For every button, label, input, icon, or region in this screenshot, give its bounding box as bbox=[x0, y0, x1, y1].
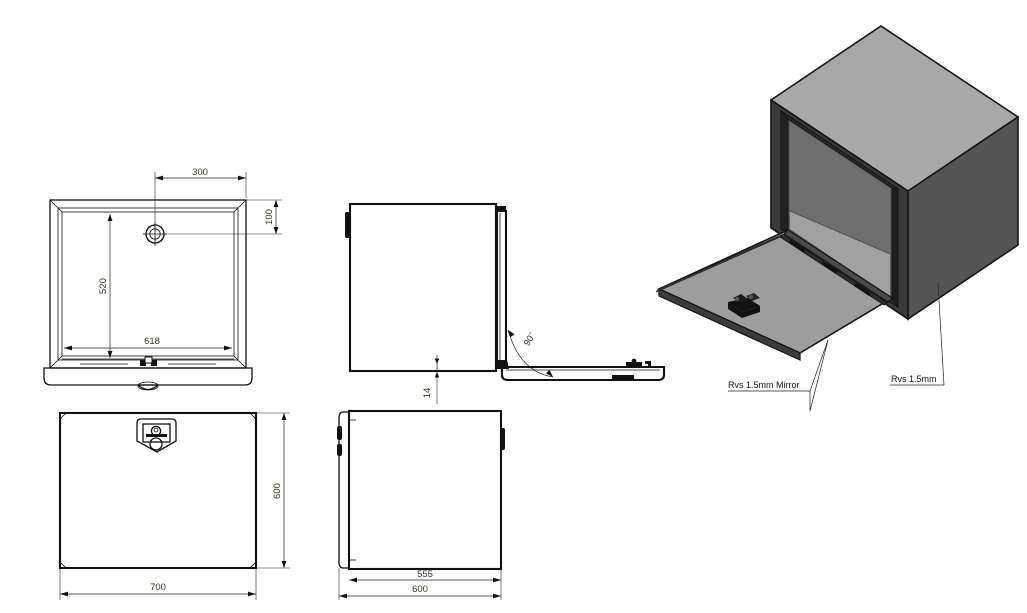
view-isometric: Rvs 1.5mm Mirror Rvs 1.5mm bbox=[655, 25, 1020, 412]
leader-note-mirror: Rvs 1.5mm Mirror bbox=[728, 339, 829, 412]
view-side-bottom: 555 600 bbox=[337, 409, 505, 600]
dim-555-label: 555 bbox=[417, 569, 433, 580]
dim-618-label: 618 bbox=[144, 336, 160, 347]
dim-700-label: 700 bbox=[150, 582, 166, 593]
dim-600-height: 600 bbox=[256, 412, 290, 569]
dim-90deg-label: 90° bbox=[522, 331, 539, 348]
dim-14: 14 bbox=[422, 355, 440, 404]
hinge-right-icon bbox=[500, 428, 505, 450]
dim-700: 700 bbox=[59, 568, 257, 600]
note-mirror-label: Rvs 1.5mm Mirror bbox=[728, 380, 800, 390]
dim-520: 520 bbox=[98, 214, 113, 358]
hinge-left-icon bbox=[345, 212, 350, 238]
dim-14-label: 14 bbox=[422, 388, 433, 399]
dim-555: 555 bbox=[349, 569, 501, 583]
dim-300-label: 300 bbox=[192, 167, 208, 178]
dim-520-label: 520 bbox=[98, 278, 109, 294]
dim-600-height-label: 600 bbox=[272, 483, 283, 499]
door-latch-icon bbox=[612, 358, 651, 380]
iso-door-latch-hardware bbox=[728, 293, 760, 318]
note-rvs-label: Rvs 1.5mm bbox=[891, 374, 937, 384]
iso-interior bbox=[789, 122, 891, 297]
front-bottom-lip bbox=[43, 356, 253, 391]
dim-300: 300 bbox=[154, 167, 247, 232]
dim-600-depth-label: 600 bbox=[412, 584, 428, 595]
view-front-top: 300 100 520 618 bbox=[43, 167, 282, 391]
lock-escutcheon bbox=[136, 418, 177, 453]
dim-100: 100 bbox=[164, 199, 282, 235]
hinge-left-upper-icon bbox=[337, 426, 342, 440]
dim-90deg: 90° bbox=[507, 329, 554, 378]
dim-600-depth: 600 bbox=[338, 568, 502, 600]
iso-door-hinge-strip bbox=[784, 235, 887, 303]
leader-note-rvs: Rvs 1.5mm bbox=[890, 282, 945, 386]
view-side-top: 90° 14 bbox=[345, 202, 666, 404]
door-panel-open bbox=[500, 358, 666, 382]
hinge-left-lower-icon bbox=[337, 444, 342, 456]
dim-618: 618 bbox=[64, 336, 232, 351]
dim-100-label: 100 bbox=[264, 209, 275, 225]
iso-frame-members bbox=[780, 109, 899, 309]
door-stile bbox=[495, 206, 509, 369]
view-back-bottom: 600 700 bbox=[58, 411, 290, 600]
